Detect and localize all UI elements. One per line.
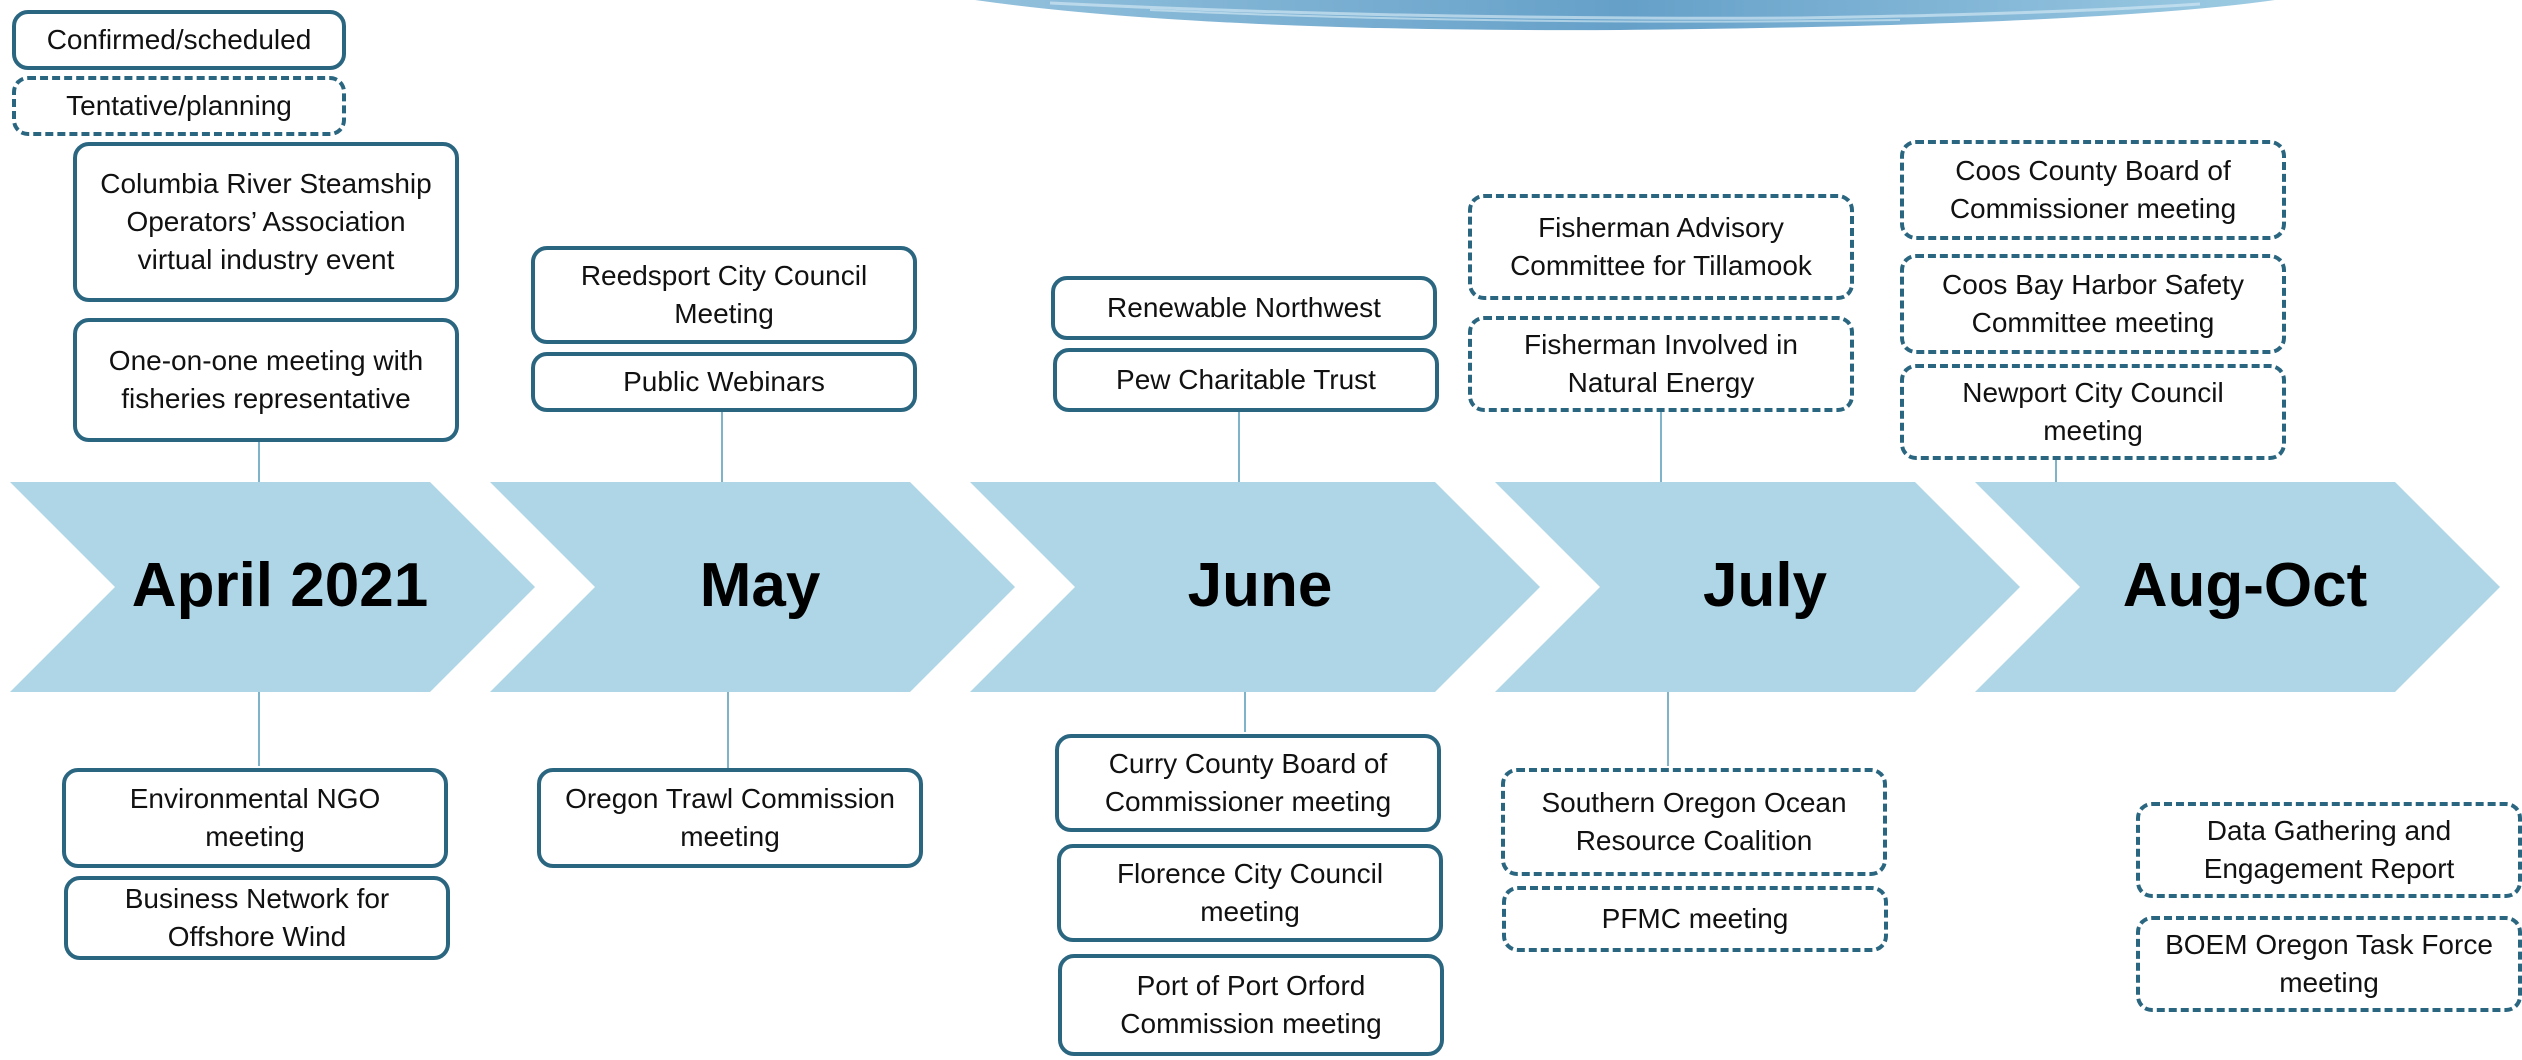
legend-tentative: Tentative/planning <box>12 76 346 136</box>
event-box: Public Webinars <box>531 352 917 412</box>
legend-confirmed: Confirmed/scheduled <box>12 10 346 70</box>
connector-line <box>727 692 729 768</box>
event-box: Port of Port Orford Commission meeting <box>1058 954 1444 1056</box>
ocean-wave-banner <box>975 0 2275 31</box>
event-box: Oregon Trawl Commission meeting <box>537 768 923 868</box>
event-box: Fisherman Advisory Committee for Tillamo… <box>1468 194 1854 300</box>
connector-line <box>1244 692 1246 732</box>
chevron-june <box>970 482 1540 692</box>
event-box: Fisherman Involved in Natural Energy <box>1468 316 1854 412</box>
connector-line <box>2055 458 2057 482</box>
chevron-aug-oct <box>1975 482 2500 692</box>
month-label: June <box>1187 550 1333 620</box>
event-box: Business Network for Offshore Wind <box>64 876 450 960</box>
event-box: Reedsport City Council Meeting <box>531 246 917 344</box>
event-box: Florence City Council meeting <box>1057 844 1443 942</box>
event-box: Renewable Northwest <box>1051 276 1437 340</box>
event-box: Environmental NGO meeting <box>62 768 448 868</box>
month-label: May <box>699 550 821 620</box>
event-box: Pew Charitable Trust <box>1053 348 1439 412</box>
event-box: Curry County Board of Commissioner meeti… <box>1055 734 1441 832</box>
month-label: April 2021 <box>131 550 429 620</box>
connector-line <box>1667 692 1669 766</box>
connector-line <box>1660 410 1662 482</box>
event-box: Coos County Board of Commissioner meetin… <box>1900 140 2286 240</box>
event-box: Southern Oregon Ocean Resource Coalition <box>1501 768 1887 876</box>
connector-line <box>721 410 723 482</box>
event-box: BOEM Oregon Task Force meeting <box>2136 916 2522 1012</box>
event-box: Newport City Council meeting <box>1900 364 2286 460</box>
chevron-april <box>10 482 535 692</box>
event-box: Columbia River Steamship Operators’ Asso… <box>73 142 459 302</box>
event-box: One-on-one meeting with fisheries repres… <box>73 318 459 442</box>
month-label: Aug-Oct <box>2122 550 2368 620</box>
connector-line <box>1238 410 1240 482</box>
event-box: PFMC meeting <box>1502 886 1888 952</box>
month-label: July <box>1702 550 1828 620</box>
connector-line <box>258 692 260 766</box>
event-box: Data Gathering and Engagement Report <box>2136 802 2522 898</box>
chevron-july <box>1495 482 2020 692</box>
chevron-may <box>490 482 1015 692</box>
event-box: Coos Bay Harbor Safety Committee meeting <box>1900 254 2286 354</box>
connector-line <box>258 440 260 482</box>
